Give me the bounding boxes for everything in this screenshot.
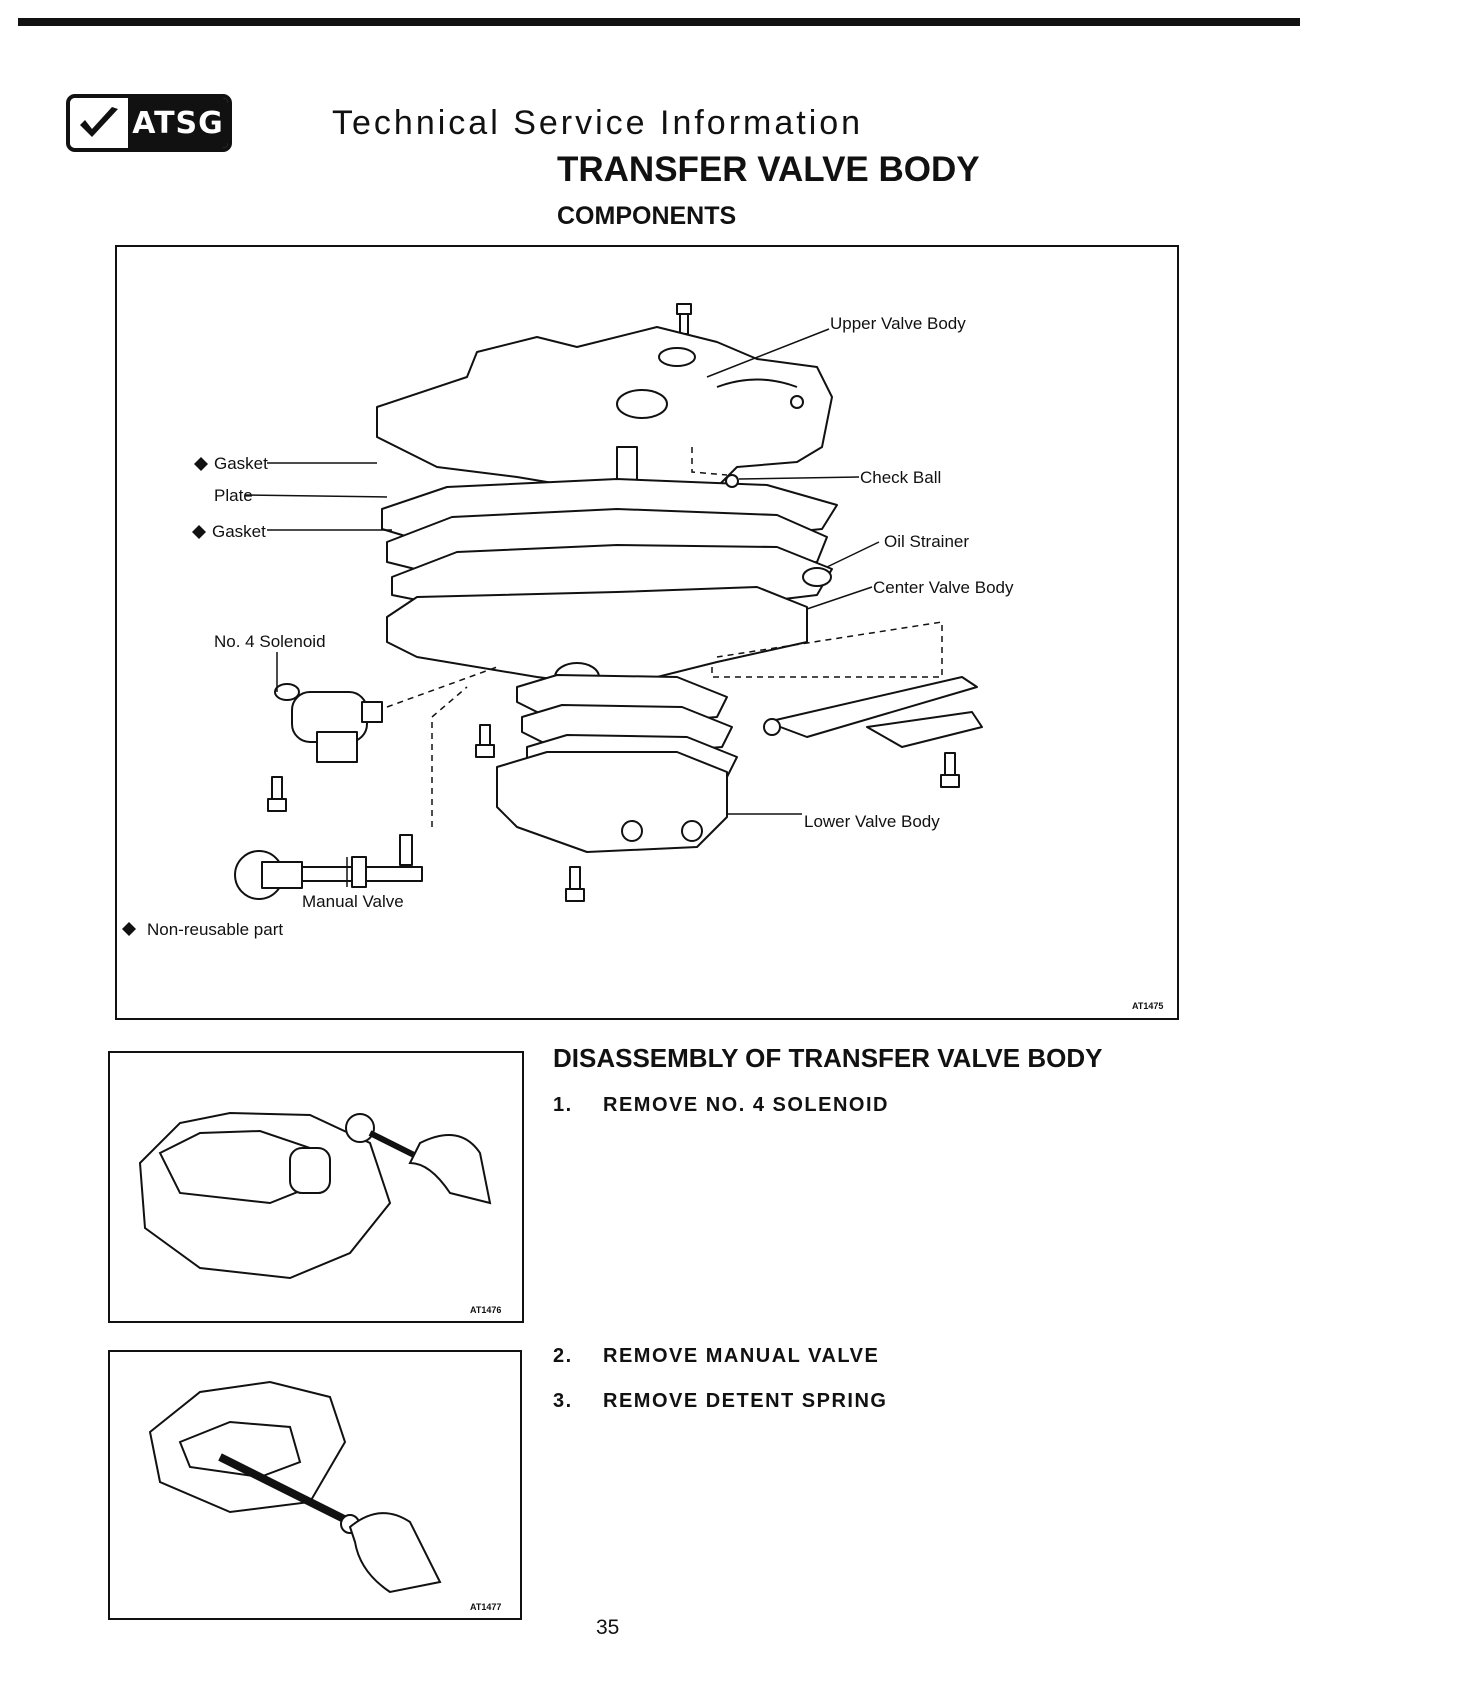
label-lower-valve-body: Lower Valve Body xyxy=(804,812,940,831)
document-subtitle: COMPONENTS xyxy=(557,202,737,230)
check-ball-part xyxy=(725,474,739,488)
components-diagram: Upper Valve Body Gasket Plate Gasket Che… xyxy=(115,245,1179,1020)
page-number: 35 xyxy=(596,1616,620,1639)
atsg-logo: ATSG xyxy=(66,94,232,152)
step-number: 1. xyxy=(553,1094,573,1116)
solenoid-part xyxy=(274,683,383,763)
step-text: REMOVE NO. 4 SOLENOID xyxy=(603,1094,889,1116)
wrench-head xyxy=(345,1113,375,1143)
bolt-icon xyxy=(940,752,960,788)
logo-text: ATSG xyxy=(128,98,228,148)
step-text: REMOVE DETENT SPRING xyxy=(603,1390,888,1412)
step-text: REMOVE MANUAL VALVE xyxy=(603,1345,880,1367)
disassembly-title: DISASSEMBLY OF TRANSFER VALVE BODY xyxy=(553,1043,1103,1073)
label-manual-valve: Manual Valve xyxy=(302,892,404,911)
photo-remove-solenoid: AT1476 xyxy=(108,1051,524,1323)
label-gasket-top: Gasket xyxy=(214,454,268,473)
bolt-icon xyxy=(267,776,287,812)
photo-figure-id: AT1476 xyxy=(470,1305,501,1315)
label-oil-strainer: Oil Strainer xyxy=(884,532,969,551)
step-1: 1. REMOVE NO. 4 SOLENOID xyxy=(553,1094,889,1117)
photo-remove-manual-valve: AT1477 xyxy=(108,1350,522,1620)
solenoid-part xyxy=(289,1147,331,1194)
bolt-icon xyxy=(475,724,495,758)
label-plate: Plate xyxy=(214,486,253,505)
lower-valve-body-part xyxy=(496,751,728,853)
top-rule xyxy=(18,18,1300,26)
oil-strainer-part xyxy=(802,567,832,587)
label-check-ball: Check Ball xyxy=(860,468,941,487)
label-upper-valve-body: Upper Valve Body xyxy=(830,314,966,333)
label-center-valve-body: Center Valve Body xyxy=(873,578,1014,597)
bolt-icon xyxy=(565,866,585,902)
step-2: 2. REMOVE MANUAL VALVE xyxy=(553,1345,879,1368)
center-valve-body-part xyxy=(386,586,808,692)
document-title: TRANSFER VALVE BODY xyxy=(557,150,980,189)
checkmark-icon xyxy=(70,98,128,148)
legend-non-reusable: Non-reusable part xyxy=(147,920,283,939)
figure-id: AT1475 xyxy=(1132,1001,1163,1011)
label-gasket-bottom: Gasket xyxy=(212,522,266,541)
header-title: Technical Service Information xyxy=(332,104,864,142)
upper-valve-body-part xyxy=(376,326,833,498)
step-3: 3. REMOVE DETENT SPRING xyxy=(553,1390,887,1413)
detent-spring-part xyxy=(763,676,983,748)
bolt-icon xyxy=(676,303,692,335)
label-no4-solenoid: No. 4 Solenoid xyxy=(214,632,326,651)
photo-figure-id: AT1477 xyxy=(470,1602,501,1612)
manual-valve-part xyxy=(234,834,423,900)
step-number: 2. xyxy=(553,1345,573,1367)
step-number: 3. xyxy=(553,1390,573,1412)
